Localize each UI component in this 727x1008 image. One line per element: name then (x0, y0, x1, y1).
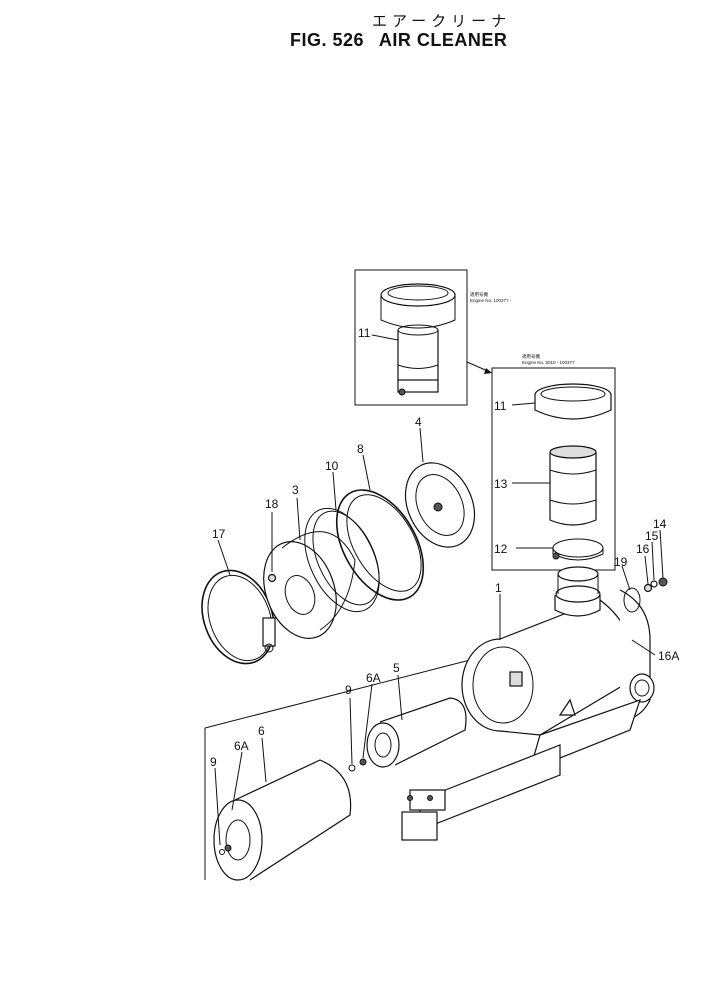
part-8-ring: 8 (335, 442, 425, 601)
part-label-11-upper: 11 (358, 326, 371, 340)
part-label-3: 3 (292, 483, 299, 497)
part-10-gasket: 10 (304, 459, 380, 613)
part-label-9-upper: 9 (345, 683, 352, 697)
part-label-10: 10 (325, 459, 339, 473)
part-18-pin: 18 (265, 497, 279, 583)
part-4-cap: 4 (404, 415, 476, 548)
part-3-cover: 3 (263, 483, 356, 640)
part-label-6a-upper: 6A (366, 671, 381, 685)
figure-number: FIG. 526 (290, 30, 365, 50)
part-1-body: 1 (461, 566, 634, 736)
fastener-parts: 19 16 15 14 16A (614, 517, 679, 663)
note-upper-ja: 適用号機 (470, 291, 488, 298)
inset-box-lower: 適用号機 Engine No. 5010 - 10037? 11 13 12 (491, 353, 616, 571)
part-label-19: 19 (614, 555, 628, 569)
part-label-5: 5 (393, 661, 400, 675)
note-upper-en: Engine No. 10037? - (470, 298, 512, 303)
part-label-14: 14 (653, 517, 667, 531)
part-label-9-lower: 9 (210, 755, 217, 769)
part-label-12: 12 (494, 542, 508, 556)
part-label-15: 15 (645, 529, 659, 543)
part-label-6: 6 (258, 724, 265, 738)
inset-box-upper: 適用号機 Engine No. 10037? - 11 (354, 269, 512, 406)
part-label-16: 16 (636, 542, 650, 556)
figure-title: FIG. 526 AIR CLEANER (290, 30, 507, 51)
part-label-8: 8 (357, 442, 364, 456)
part-label-18: 18 (265, 497, 279, 511)
part-label-11-lower: 11 (494, 399, 507, 413)
part-9-6a-upper: 9 6A (345, 671, 381, 772)
part-5-inner-element: 5 (366, 661, 467, 768)
part-label-13: 13 (494, 477, 508, 491)
figure-name: AIR CLEANER (378, 30, 508, 50)
part-6-outer-element: 6 6A 9 (210, 724, 352, 881)
note-lower-en: Engine No. 5010 - 10037? (522, 360, 575, 365)
part-label-17: 17 (212, 527, 226, 541)
intake-pipe-housing (401, 589, 655, 841)
part-label-1: 1 (495, 581, 502, 595)
part-label-6a-lower: 6A (234, 739, 249, 753)
part-label-4: 4 (415, 415, 422, 429)
title-japanese: エアークリーナ (372, 12, 512, 30)
note-lower-ja: 適用号機 (522, 353, 540, 360)
part-label-16a: 16A (658, 649, 679, 663)
